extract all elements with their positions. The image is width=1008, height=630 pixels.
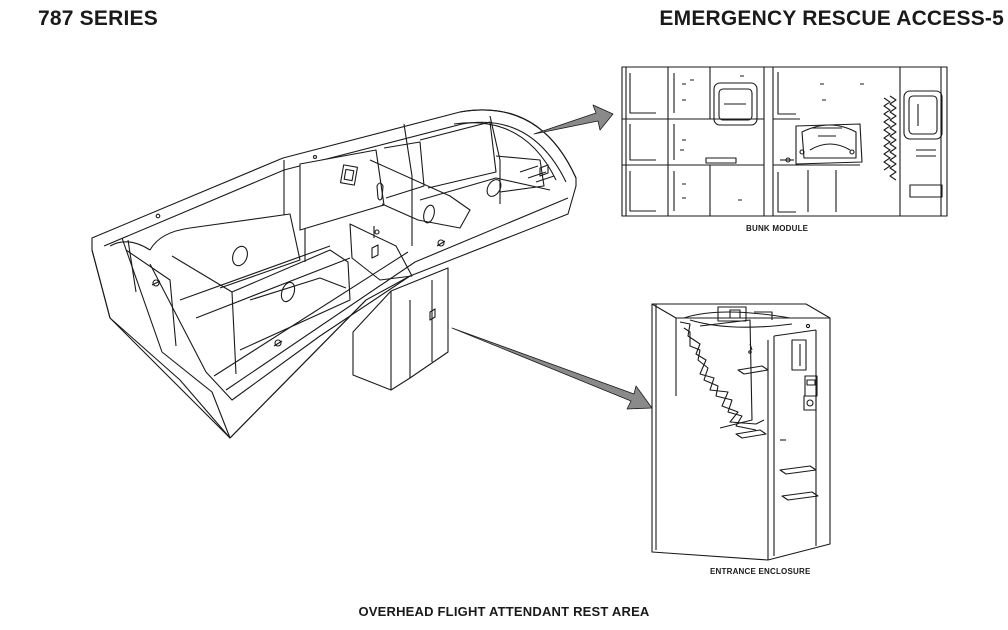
arrow-to-entrance-enclosure [451, 327, 653, 410]
bunk-module-caption: BUNK MODULE [746, 224, 809, 233]
section-title: EMERGENCY RESCUE ACCESS-5 [659, 7, 1004, 30]
figure-caption: OVERHEAD FLIGHT ATTENDANT REST AREA [358, 604, 650, 619]
series-title: 787 SERIES [38, 7, 158, 30]
bunk-module-plan [621, 66, 948, 217]
stair-shaft [352, 267, 449, 391]
rest-area-isometric [91, 109, 577, 439]
entrance-enclosure [651, 303, 831, 561]
accordion-curtain [889, 95, 897, 181]
entrance-enclosure-caption: ENTRANCE ENCLOSURE [710, 567, 811, 576]
arrow-to-bunk-module [533, 104, 614, 135]
cutaway-edge [679, 321, 765, 425]
